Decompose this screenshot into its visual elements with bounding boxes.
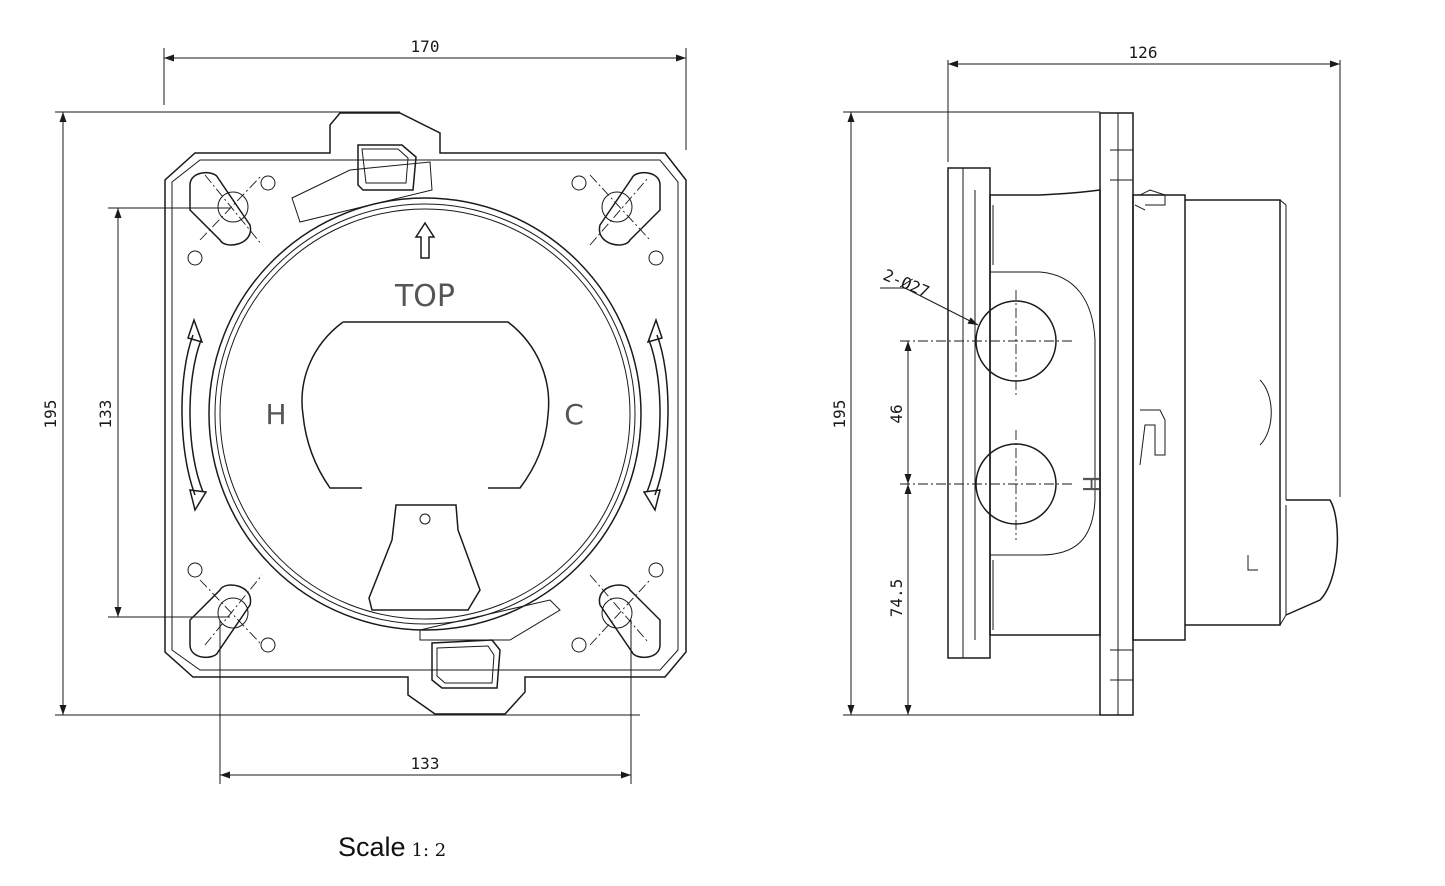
hot-label: H <box>265 398 286 431</box>
dim-front-height: 195 <box>41 400 60 429</box>
top-arrow-icon <box>414 221 436 259</box>
top-label: TOP <box>394 279 455 314</box>
dim-hole-horizontal: 133 <box>411 754 440 773</box>
front-plate-outline <box>164 112 687 715</box>
screw-holes <box>187 175 664 653</box>
side-port-label: H <box>1077 476 1102 493</box>
dim-port-spacing: 46 <box>887 404 906 423</box>
front-view: TOP H C <box>41 37 687 784</box>
rotate-arrow-left-icon <box>181 334 204 496</box>
dim-side-height: 195 <box>830 400 849 429</box>
dim-side-depth: 126 <box>1129 43 1158 62</box>
handle-lever <box>368 504 481 611</box>
side-handle <box>1285 499 1339 616</box>
dim-port-callout: 2-Ø27 <box>880 265 932 301</box>
rotate-arrow-right-icon <box>646 334 669 496</box>
right-housing <box>1132 194 1186 641</box>
top-tab <box>357 144 417 191</box>
scale-word: Scale <box>338 832 406 862</box>
faceplate-edge <box>1099 112 1134 716</box>
mounting-slot-bottom-left <box>189 574 263 659</box>
mounting-slot-top-left <box>189 171 263 246</box>
dim-hole-vertical: 133 <box>96 400 115 429</box>
side-body <box>989 189 1101 636</box>
cold-label: C <box>564 398 584 431</box>
dim-port-offset: 74.5 <box>887 579 906 618</box>
mounting-slot-bottom-right <box>589 574 661 659</box>
dial-outer-ring <box>208 197 642 631</box>
scale-ratio: 1: 2 <box>411 840 447 861</box>
mounting-slot-top-right <box>589 171 661 246</box>
side-view: H 2-Ø27 126 195 46 74.5 <box>830 43 1341 716</box>
dim-front-width: 170 <box>411 37 440 56</box>
dial-cutout <box>301 321 550 489</box>
back-flange <box>947 167 991 659</box>
